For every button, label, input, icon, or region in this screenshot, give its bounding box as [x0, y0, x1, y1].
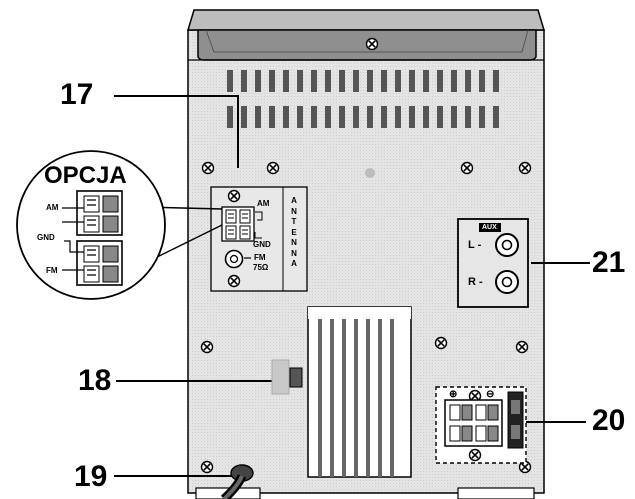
screw-icon: [434, 336, 448, 350]
option-fm-label: FM: [46, 266, 58, 275]
screw-icon: [515, 340, 529, 354]
option-gnd-label: GND: [37, 233, 55, 242]
antenna-gnd-label: GND: [253, 240, 271, 249]
aux-left-label: L -: [468, 239, 482, 251]
option-am-label: AM: [46, 203, 59, 212]
screw-icon: [200, 460, 214, 474]
screw-icon: [200, 340, 214, 354]
screw-icon: [201, 161, 215, 175]
speaker-minus-icon: ⊖: [486, 389, 495, 400]
screw-icon: [518, 161, 532, 175]
callout-17: 17: [60, 78, 94, 111]
power-socket: [271, 359, 303, 395]
top-vent-slots: [227, 70, 499, 128]
rear-grille: [307, 306, 412, 478]
power-cord: [220, 464, 254, 499]
aux-label: AUX: [482, 224, 497, 231]
screw-icon: [460, 161, 474, 175]
option-magnifier: [16, 150, 223, 300]
callout-18: 18: [78, 364, 112, 397]
antenna-word: ANTENNA: [291, 196, 297, 268]
antenna-ohms-label: 75Ω: [253, 263, 269, 272]
antenna-fm-label: FM: [254, 253, 266, 262]
callout-19: 19: [74, 460, 108, 493]
antenna-panel: [210, 186, 308, 292]
top-screw-icon: [365, 37, 379, 51]
antenna-am-label: AM: [257, 199, 270, 208]
callout-21: 21: [592, 246, 626, 279]
speaker-panel: [435, 386, 527, 464]
callout-20: 20: [592, 404, 626, 437]
speaker-plus-icon: ⊕: [449, 389, 458, 400]
aux-panel: [457, 218, 529, 308]
aux-right-label: R -: [468, 276, 483, 288]
option-title: OPCJA: [44, 162, 127, 189]
screw-icon: [266, 161, 280, 175]
indicator-dot: [365, 168, 375, 178]
